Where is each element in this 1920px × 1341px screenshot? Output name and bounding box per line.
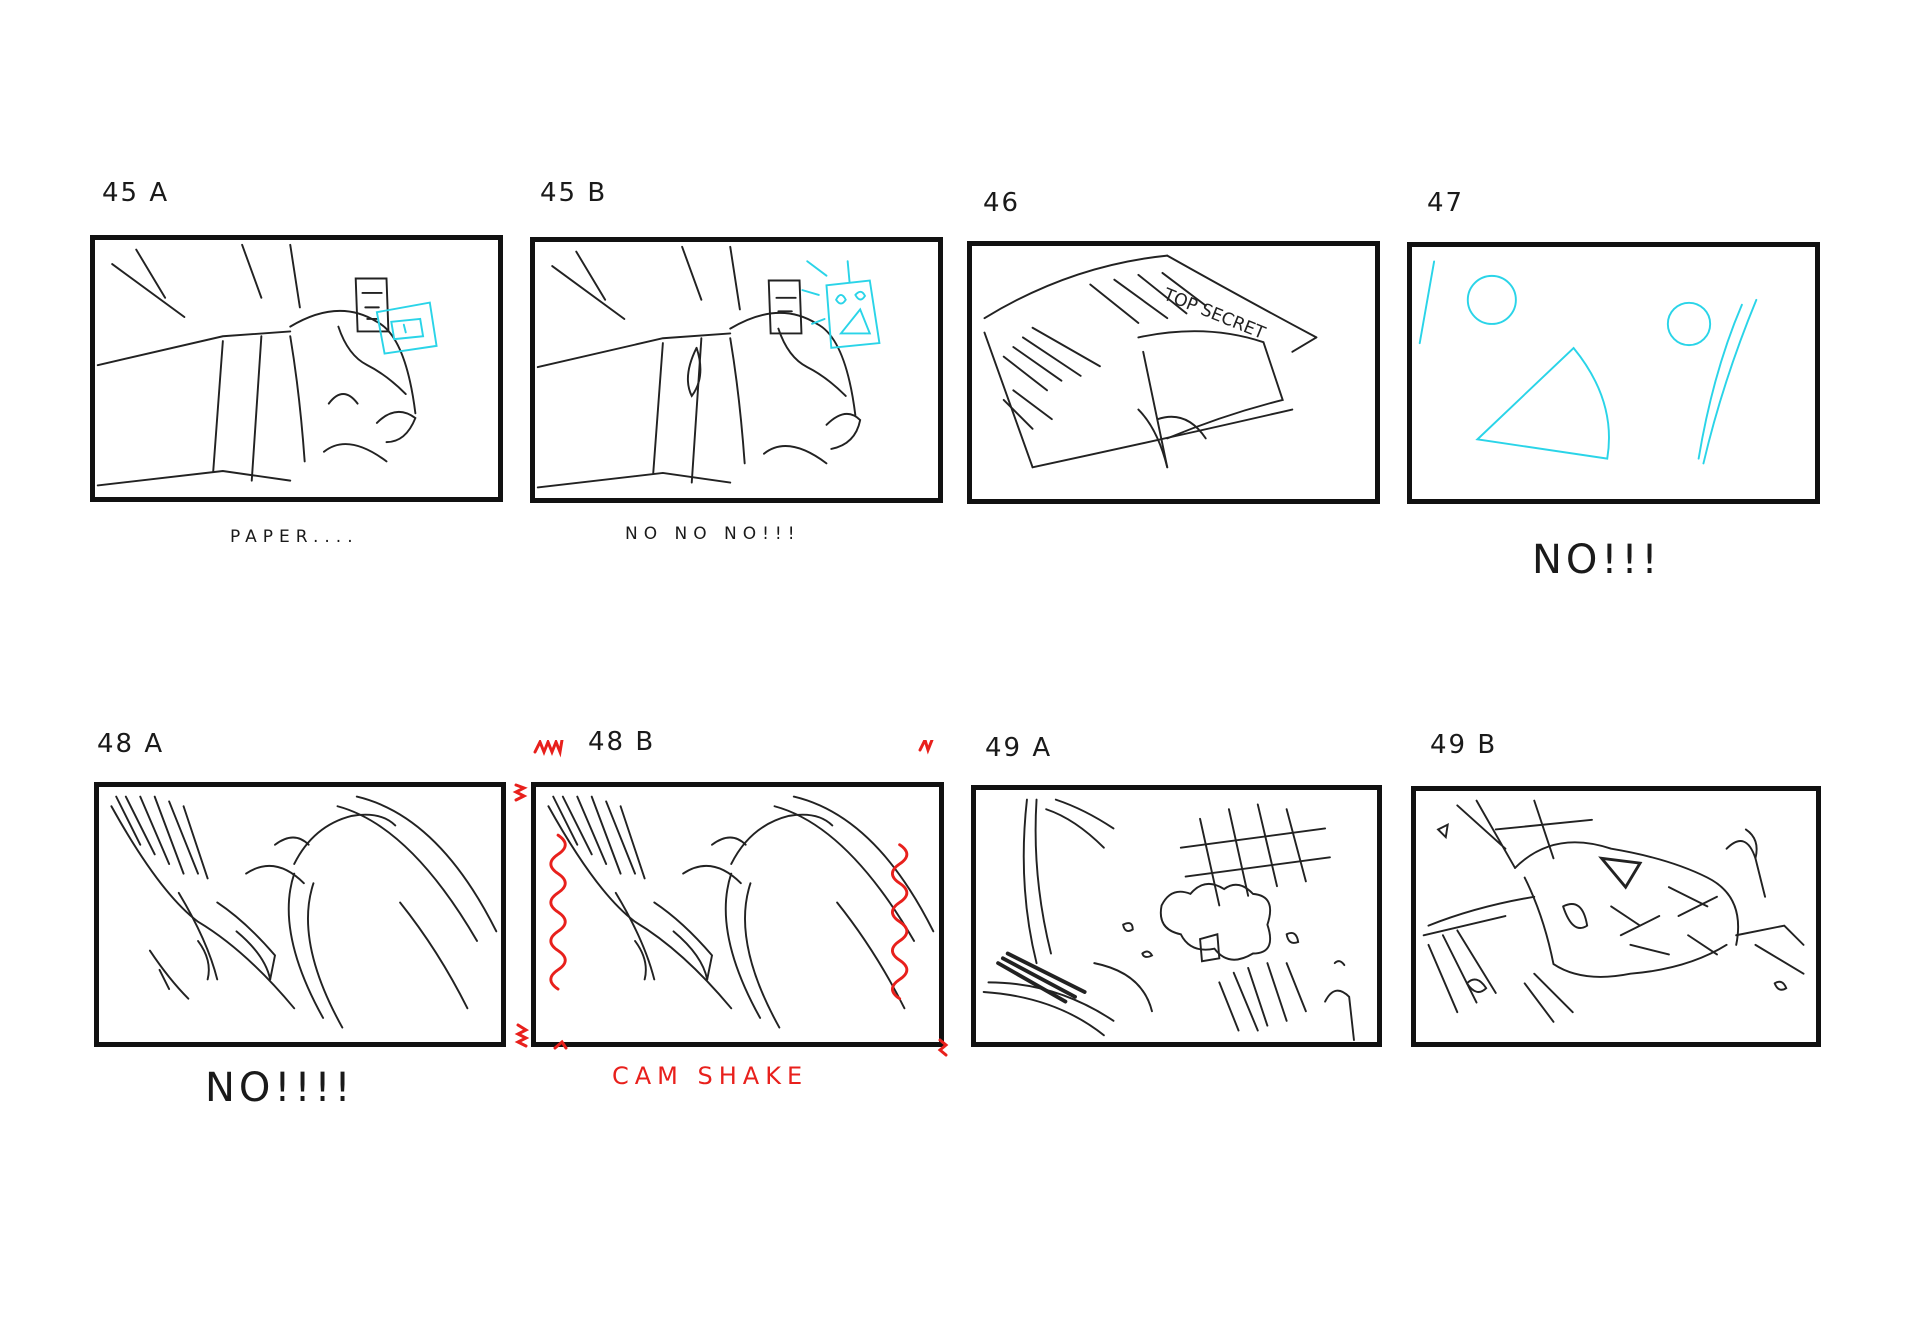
sketch-48b [547, 795, 935, 1029]
sketch-47 [1418, 260, 1758, 465]
panel-label-49b: 49 B [1430, 730, 1498, 760]
panel-label-45b: 45 B [540, 178, 608, 208]
panel-frame-46: TOP SECRET [967, 241, 1380, 504]
sketch-48a [110, 795, 498, 1029]
sketch-49b [1422, 799, 1805, 1023]
panel-label-48b: 48 B [588, 727, 656, 757]
sketch-49a [982, 798, 1355, 1042]
panel-frame-49a [971, 785, 1382, 1047]
panel-frame-48a [94, 782, 506, 1047]
panel-label-45a: 45 A [102, 178, 170, 208]
panel-frame-47 [1407, 242, 1820, 504]
panel-label-48a: 48 A [97, 729, 165, 759]
cam-shake-marks [512, 740, 949, 1057]
panel-frame-49b [1411, 786, 1821, 1047]
sketch-46: TOP SECRET [983, 254, 1318, 469]
panel-label-47: 47 [1427, 188, 1465, 218]
panel-label-49a: 49 A [985, 733, 1053, 763]
sketch-45b [536, 245, 881, 489]
caption-45a: PAPER.... [230, 527, 359, 547]
panel-frame-45b [530, 237, 943, 503]
panel-frame-48b [531, 782, 944, 1047]
panel-frame-45a [90, 235, 503, 502]
caption-45b: NO NO NO!!! [625, 524, 801, 544]
caption-48a: NO!!!! [205, 1065, 355, 1111]
caption-48b: CAM SHAKE [612, 1062, 809, 1090]
sketch-45a [96, 243, 438, 487]
top-secret-text: TOP SECRET [1160, 285, 1269, 344]
panel-label-46: 46 [983, 188, 1021, 218]
caption-47: NO!!! [1532, 537, 1662, 583]
